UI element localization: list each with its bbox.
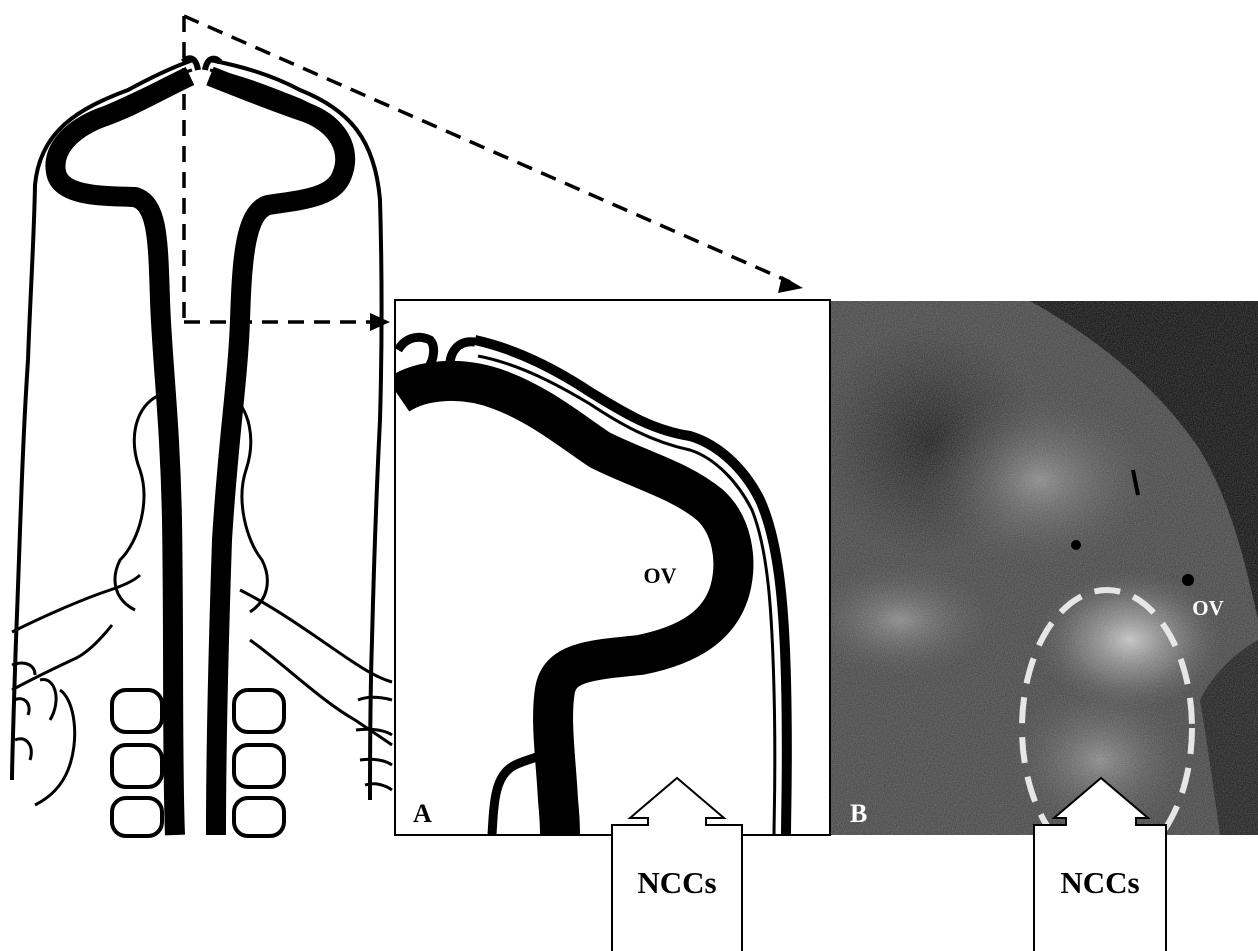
branchial-arch-left-2	[12, 625, 112, 690]
ncc-arrow-a-label: NCCs	[637, 865, 716, 900]
somite-right-3	[234, 798, 284, 836]
zoom-diagonal-line	[184, 16, 790, 282]
panel-b-grain	[831, 301, 1258, 835]
somite-right-2	[234, 745, 284, 787]
panel-b: OV B	[800, 301, 1258, 866]
panel-b-speck	[1071, 540, 1081, 550]
embryo-outer-outline	[12, 60, 382, 800]
panel-a: OV A	[395, 300, 830, 835]
somite-left-1	[112, 690, 162, 732]
somite-left-2	[112, 745, 162, 787]
branchial-arch-left-1	[12, 575, 140, 632]
arrowhead-to-panel-b	[778, 276, 803, 293]
zoom-indicators	[184, 16, 790, 322]
panel-b-ov-label: OV	[1192, 596, 1224, 620]
panel-a-ov-label: OV	[644, 563, 677, 588]
ncc-arrow-b-label: NCCs	[1060, 865, 1139, 900]
somite-right-1	[234, 690, 284, 732]
panel-b-letter: B	[850, 799, 867, 828]
somite-left-3	[112, 798, 162, 836]
neural-tube-right-wall	[210, 76, 345, 835]
neural-tube-left-wall	[55, 76, 190, 835]
right-limb-marks	[356, 697, 392, 790]
embryo-schematic	[12, 58, 392, 836]
branchial-arch-right-1	[240, 590, 392, 682]
panel-b-speck	[1182, 574, 1194, 586]
panel-a-letter: A	[413, 799, 432, 828]
